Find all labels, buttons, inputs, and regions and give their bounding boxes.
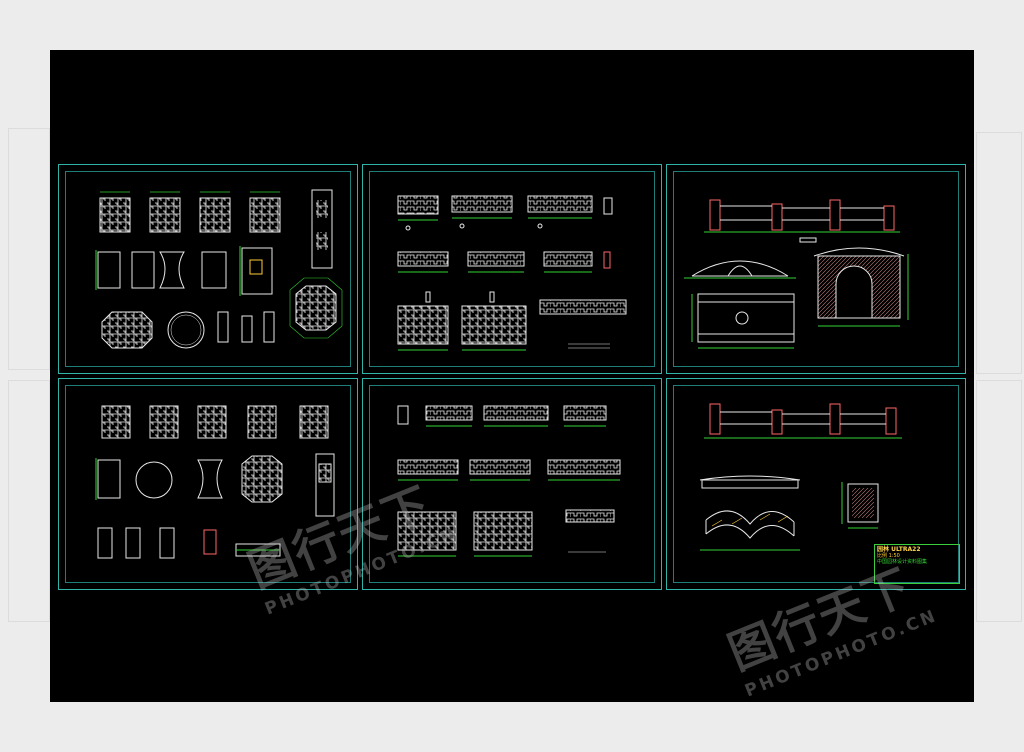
sheet-1-drawings (95, 189, 343, 349)
title-block-name: 园林 (877, 546, 890, 553)
cad-drawing-canvas[interactable]: 园林 ULTRA22 比例 1:50 中国园林设计资料图集 图行天下 PHOTO… (50, 50, 974, 702)
sheet-6-drawings (699, 403, 902, 551)
ghost-frame-left-2 (8, 380, 50, 622)
title-block-code: ULTRA22 (891, 546, 921, 553)
sheet-2-drawings (397, 195, 627, 351)
sheet-4[interactable] (58, 378, 358, 590)
sheet-5-drawings (397, 405, 621, 557)
title-block-line2: 中国园林设计资料图集 (877, 559, 928, 565)
sheet-3[interactable] (666, 164, 966, 374)
sheet-4-drawings (95, 405, 335, 559)
sheet-3-drawings (684, 199, 909, 349)
ghost-frame-right (976, 132, 1022, 374)
sheet-1[interactable] (58, 164, 358, 374)
sheet-5[interactable] (362, 378, 662, 590)
drawing-content (95, 189, 909, 559)
sheet-6[interactable] (666, 378, 966, 590)
title-block-line1: 比例 1:50 (877, 553, 900, 559)
title-block: 园林 ULTRA22 比例 1:50 中国园林设计资料图集 (874, 544, 960, 584)
ghost-frame-left (8, 128, 50, 370)
sheet-2[interactable] (362, 164, 662, 374)
ghost-frame-right-2 (976, 380, 1022, 622)
